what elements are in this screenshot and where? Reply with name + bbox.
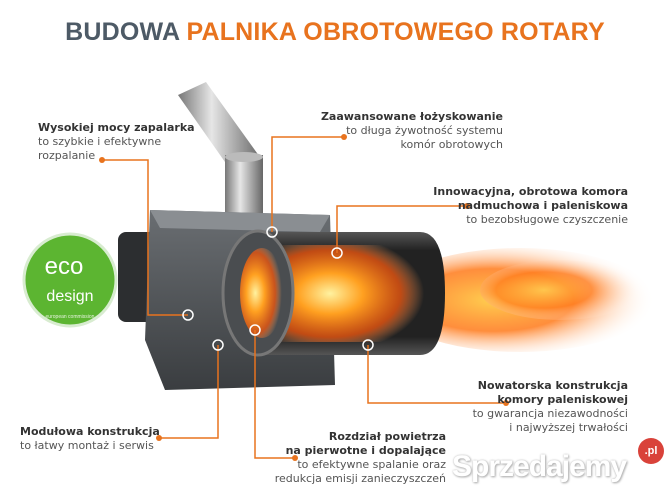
eco-logo-ring: european commission [46, 314, 95, 320]
eco-logo-line1: eco [45, 253, 84, 280]
flame-core [480, 260, 640, 320]
page-title: BUDOWA PALNIKA OBROTOWEGO ROTARY [65, 18, 605, 46]
watermark: Sprzedajemy [452, 450, 627, 483]
eco-design-logo: eco design european commission [22, 232, 118, 328]
watermark-badge: .pl [638, 438, 664, 464]
callout-markers [182, 226, 374, 351]
callout-lines [102, 136, 506, 459]
pipe [178, 82, 262, 172]
eco-logo-line2: design [46, 288, 93, 305]
callout-dots [99, 134, 509, 461]
